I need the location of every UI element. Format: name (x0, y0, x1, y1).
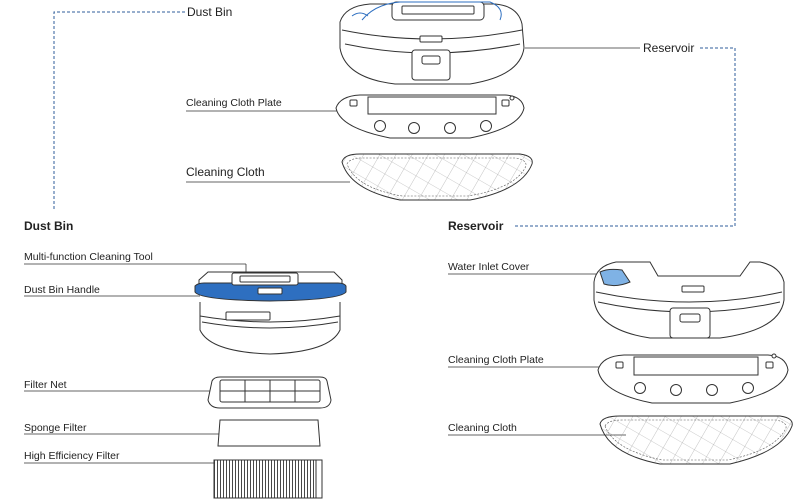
right-cloth (599, 415, 793, 465)
sponge-filter-illustration (217, 419, 321, 447)
label-right-cloth-plate: Cleaning Cloth Plate (448, 354, 544, 366)
label-right-cloth: Cleaning Cloth (448, 422, 517, 434)
label-top-cloth-plate: Cleaning Cloth Plate (186, 97, 282, 109)
hepa-filter-illustration (213, 459, 323, 499)
label-water-inlet-cover: Water Inlet Cover (448, 261, 530, 273)
top-cloth-plate (335, 94, 525, 139)
label-top-dust-bin: Dust Bin (187, 5, 233, 19)
label-sponge-filter: Sponge Filter (24, 422, 87, 434)
label-top-cloth: Cleaning Cloth (186, 165, 265, 179)
label-top-reservoir: Reservoir (643, 41, 695, 55)
label-filter-net: Filter Net (24, 379, 67, 391)
label-dust-bin-handle: Dust Bin Handle (24, 284, 100, 296)
dust-bin-illustration (194, 271, 347, 355)
reservoir-connector (514, 47, 736, 227)
label-high-efficiency-filter: High Efficiency Filter (24, 450, 120, 462)
reservoir-illustration (593, 261, 785, 339)
filter-net-illustration (207, 376, 332, 409)
label-multi-function-tool: Multi-function Cleaning Tool (24, 251, 153, 263)
right-cloth-plate (597, 353, 789, 404)
top-cloth (341, 153, 533, 201)
dust-bin-section-title: Dust Bin (24, 219, 74, 233)
dust-bin-connector (53, 11, 185, 210)
reservoir-section-title: Reservoir (448, 219, 504, 233)
top-robot-body (339, 1, 525, 85)
